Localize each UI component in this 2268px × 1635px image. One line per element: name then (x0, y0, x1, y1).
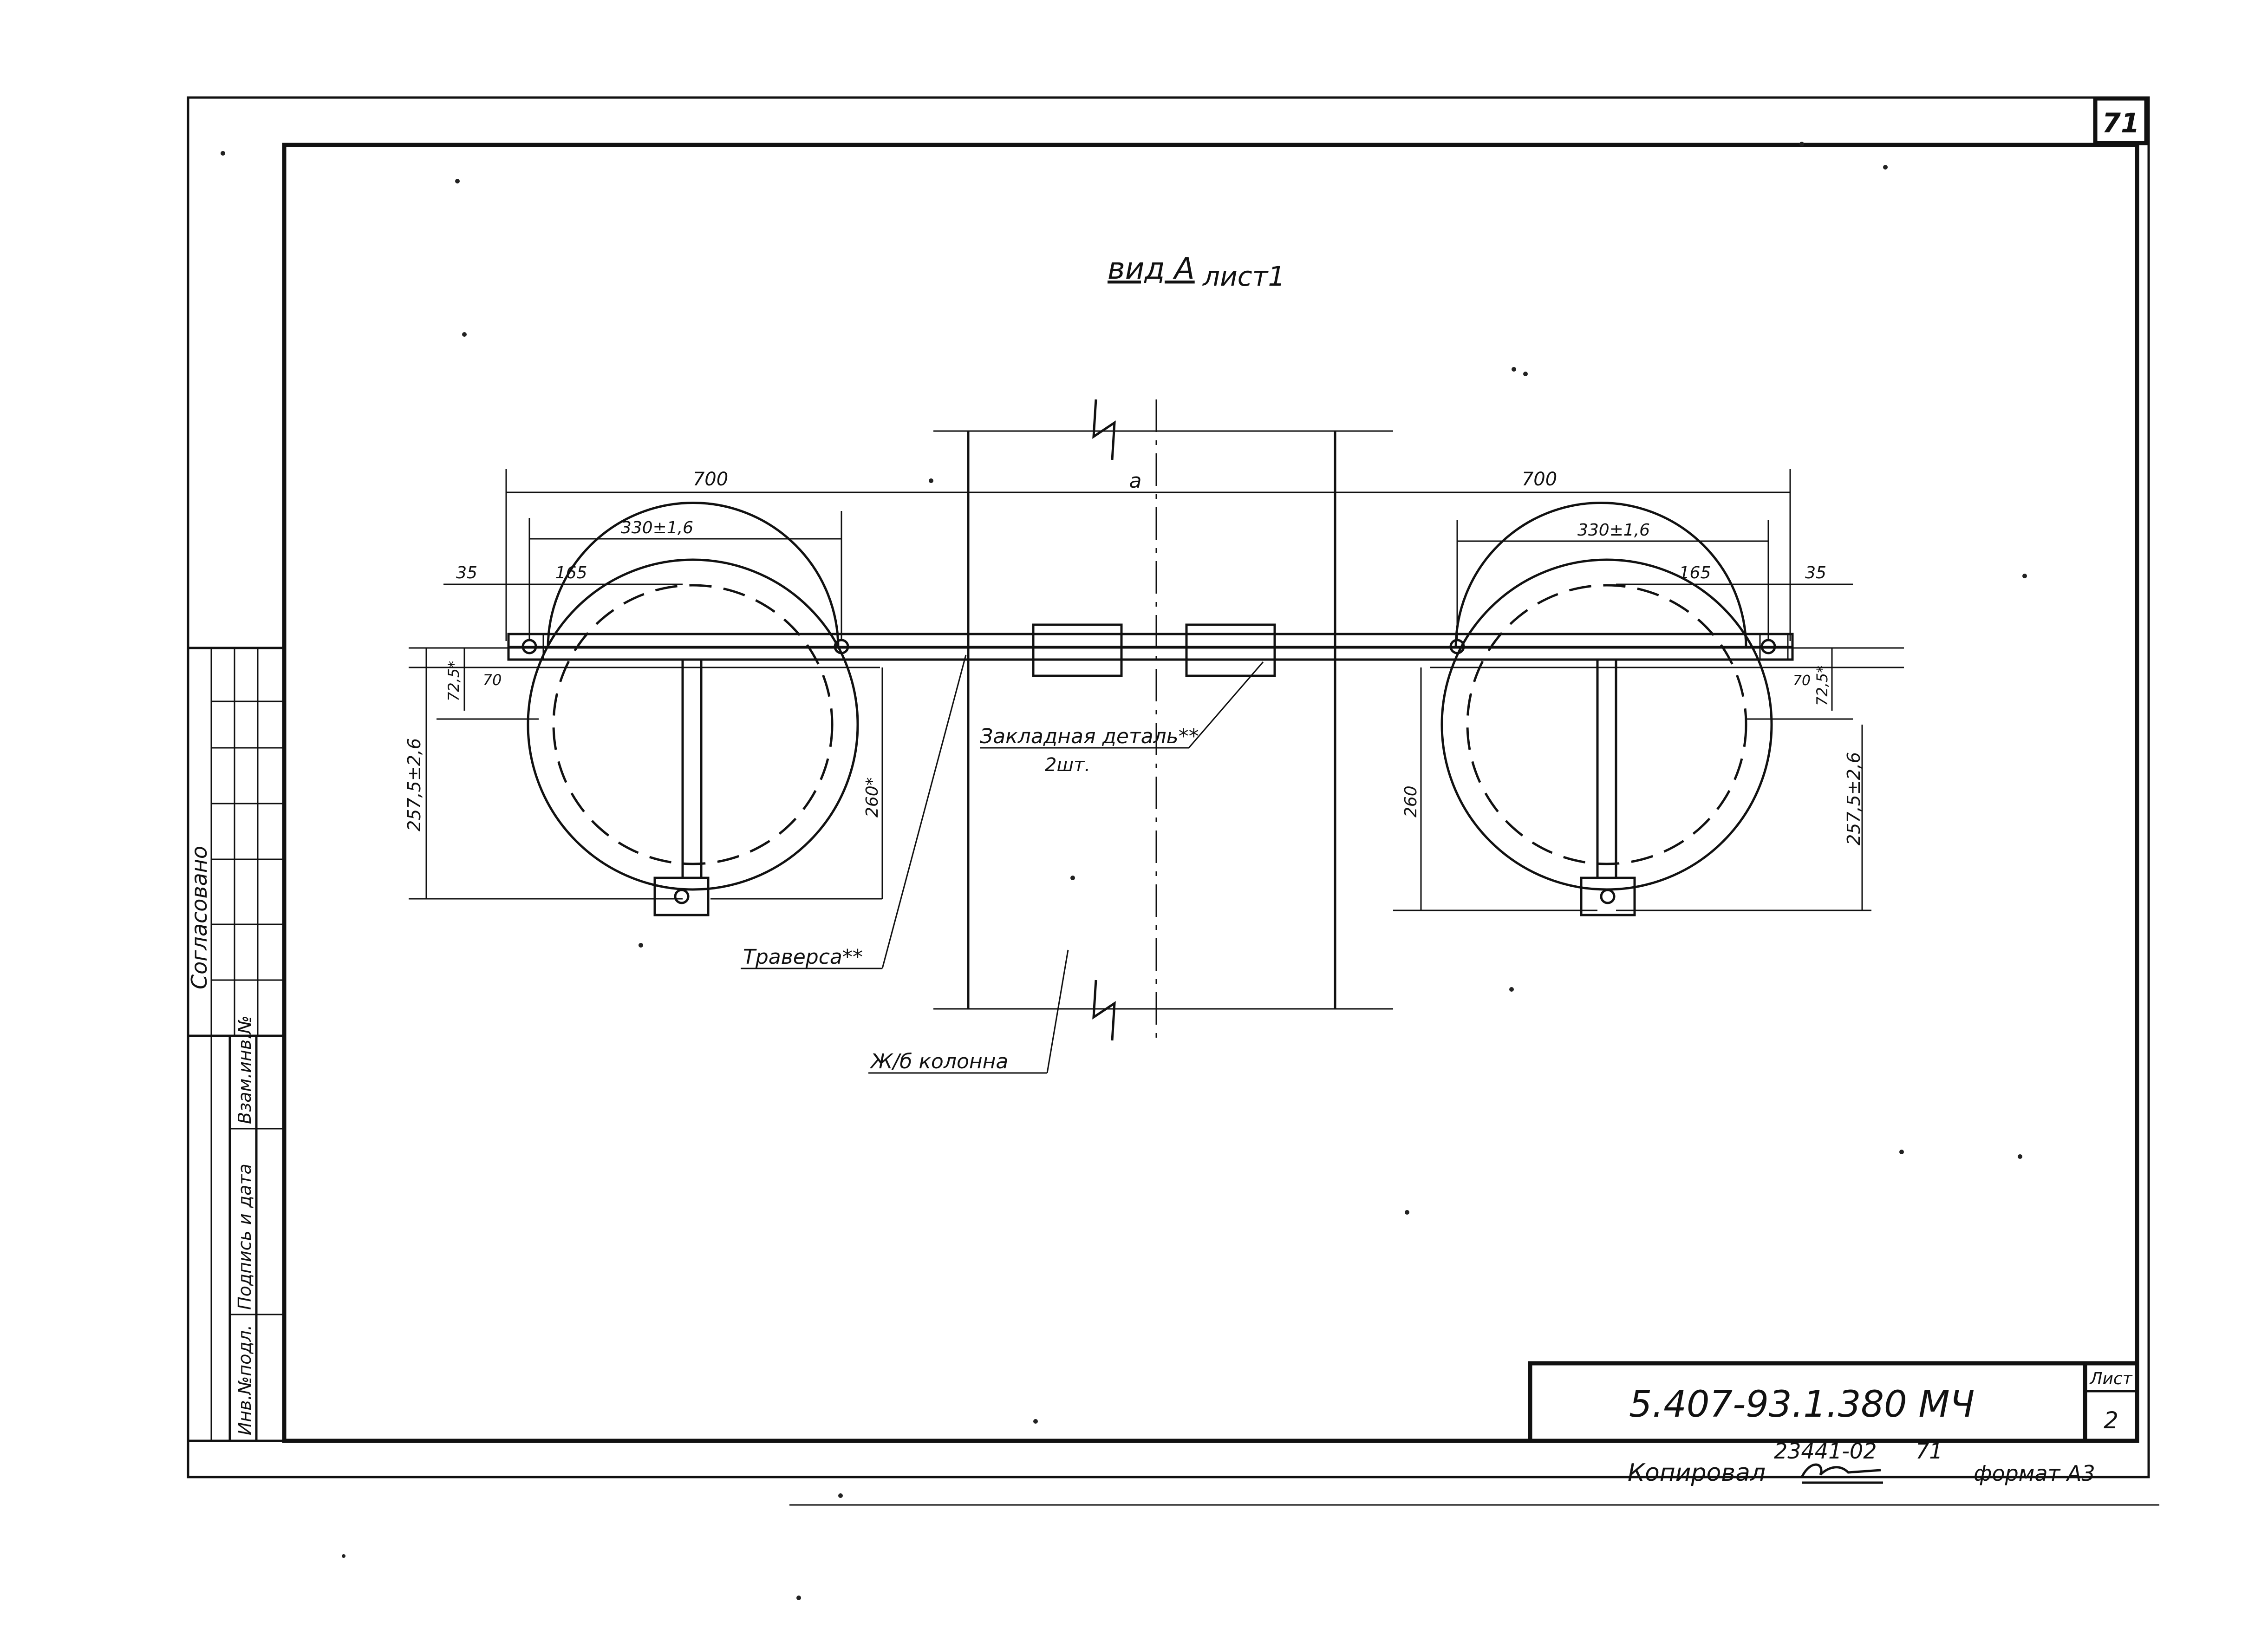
callout-column: Ж/б колонна (869, 1050, 1008, 1073)
stamp-agreed: Согласовано (187, 846, 212, 989)
dim-right-35: 35 (1805, 563, 1826, 582)
left-stamp-column: Согласовано Инв.№подл. Подпись и дата Вз… (187, 647, 286, 1442)
dim-right-330: 330±1,6 (1577, 521, 1650, 540)
copied-signature (1800, 1463, 1881, 1478)
callouts: Закладная деталь** 2шт. Траверса** Ж/б к… (741, 654, 1264, 1074)
traverse-beam (409, 633, 1904, 668)
concrete-column (933, 399, 1393, 1041)
sheet-number: 71 (2102, 107, 2140, 139)
dim-right-height-72: 72,5* (1813, 666, 1831, 706)
stamp-replaces-inv: Взам.инв.№ (235, 1015, 255, 1124)
title-designation: 5.407-93.1.380 МЧ (1629, 1384, 1975, 1426)
dim-right-height-260: 260 (1401, 785, 1421, 818)
dim-right-height-total: 257,5±2,6 (1844, 752, 1864, 845)
right-ring-support (1440, 502, 1789, 916)
dim-left-165: 165 (555, 563, 587, 582)
dim-right-165: 165 (1679, 563, 1711, 582)
dim-right-700: 700 (1522, 469, 1557, 490)
dim-left-35: 35 (456, 563, 477, 582)
stamp-inv-no: Инв.№подл. (235, 1325, 255, 1435)
view-title: вид А лист1 (1108, 252, 1285, 292)
title-sheet-label: Лист (2089, 1369, 2132, 1388)
scan-specks (221, 142, 2027, 1600)
embedded-plate-right (1185, 623, 1276, 677)
footer-copied-label: Копировал (1628, 1459, 1766, 1487)
footer: 23441-02 71 Копировал формат А3 (789, 1439, 2159, 1506)
left-ring-support (508, 502, 859, 916)
horizontal-dimensions: 700 a 700 330±1,6 330±1,6 35 165 165 35 (443, 469, 1853, 641)
dim-right-height-70: 70 (1793, 673, 1811, 689)
dim-left-height-72: 72,5* (445, 661, 463, 701)
dim-center-a: a (1129, 469, 1142, 493)
callout-embedded-part: Закладная деталь** (980, 725, 1199, 748)
view-title-main: вид А (1108, 252, 1195, 286)
dim-left-height-70: 70 (483, 671, 502, 689)
view-title-sheet: лист1 (1202, 261, 1285, 292)
sheet-number-box: 71 (2093, 96, 2149, 145)
title-sheet-value: 2 (2104, 1407, 2118, 1434)
callout-traverse: Траверса** (743, 945, 863, 969)
dim-left-height-total: 257,5±2,6 (404, 738, 424, 831)
callout-embedded-qty: 2шт. (1045, 754, 1090, 776)
footer-order-no: 23441-02 (1774, 1439, 1877, 1464)
vertical-dimensions: 257,5±2,6 72,5* 70 260* 260 70 72,5* 257… (404, 648, 1871, 911)
footer-order-page: 71 (1916, 1439, 1943, 1464)
stamp-signature-date: Подпись и дата (235, 1164, 255, 1310)
dim-left-700: 700 (693, 469, 728, 490)
dim-left-height-260: 260* (863, 777, 882, 818)
title-block: 5.407-93.1.380 МЧ Лист 2 (1528, 1361, 2139, 1443)
footer-format: формат А3 (1974, 1461, 2095, 1486)
embedded-plate-left (1032, 623, 1123, 677)
dim-left-330: 330±1,6 (621, 518, 693, 537)
